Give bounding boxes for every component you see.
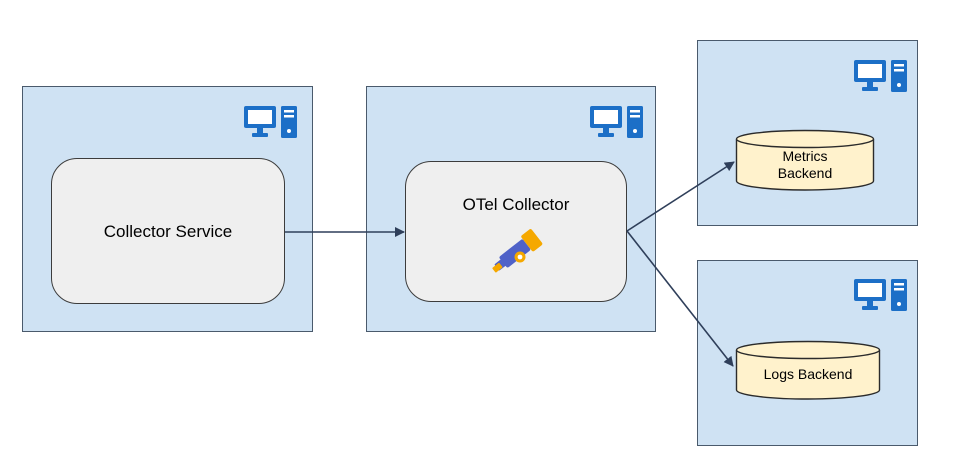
computer-icon [854,60,907,92]
telescope-icon [492,229,543,273]
metrics-backend-label-line-1: Metrics [782,148,828,164]
otel-collector-label: OTel Collector [462,195,570,214]
collector-service-node [51,158,285,304]
metrics-backend-label-line-2: Backend [777,165,833,181]
computer-icon [244,106,297,138]
metrics-backend-database [735,129,875,191]
collector-service-label: Collector Service [103,222,233,241]
arrow-collector-to-logs [626,230,734,367]
metrics-backend-label: Metrics Backend [735,148,875,182]
computer-icon [854,279,907,311]
logs-backend-database [735,340,881,400]
arrow-collector-to-metrics [626,161,735,232]
logs-backend-label: Logs Backend [763,366,853,382]
computer-icon [590,106,643,138]
otel-collector-node [405,161,627,302]
